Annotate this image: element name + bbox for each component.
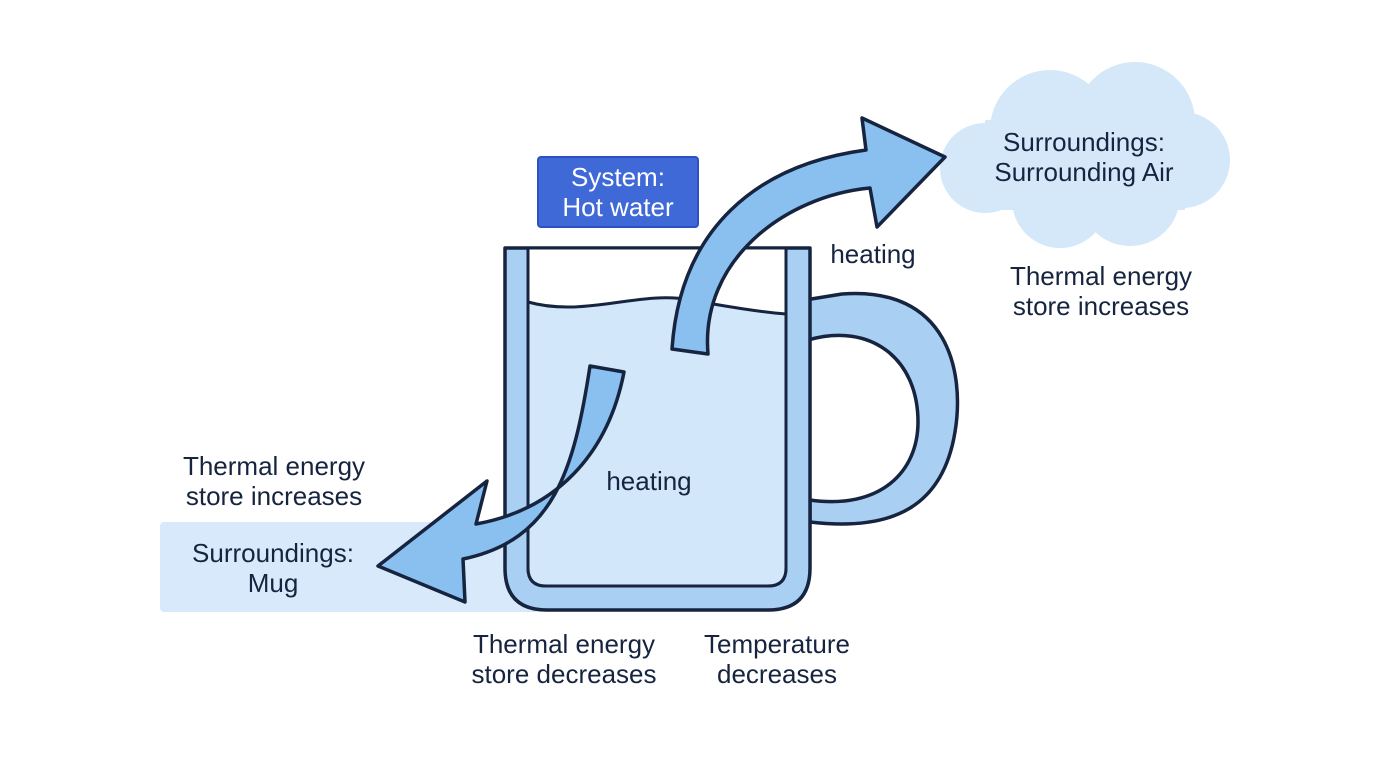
water-thermal-store-label: Thermal energy store decreases (448, 629, 680, 689)
heating-arrow-to-air (670, 116, 947, 356)
hot-water (526, 296, 788, 588)
surroundings-mug-line2: Mug (247, 568, 299, 598)
system-label-line2: Hot water (562, 192, 674, 222)
system-label-line1: System: (571, 162, 665, 192)
mug-handle (803, 291, 960, 526)
air-thermal-store-line1: Thermal energy (1009, 261, 1193, 291)
water-thermal-store-line1: Thermal energy (472, 629, 656, 659)
cloud-shape (940, 62, 1230, 248)
air-thermal-store-label: Thermal energy store increases (985, 261, 1217, 321)
heating-arrow-to-mug (376, 364, 626, 604)
heating-label-air: heating (830, 239, 916, 269)
surroundings-mug-label: Surroundings: Mug (168, 538, 378, 598)
mug-thermal-store-line2: store increases (185, 481, 363, 511)
mug-thermal-store-line1: Thermal energy (182, 451, 366, 481)
mug-thermal-store-label: Thermal energy store increases (158, 451, 390, 511)
air-thermal-store-line2: store increases (1012, 291, 1190, 321)
heating-label-mug: heating (606, 466, 692, 496)
surroundings-air-line2: Surrounding Air (994, 157, 1174, 187)
surroundings-mug-line1: Surroundings: (192, 538, 354, 568)
water-temperature-label: Temperature decreases (680, 629, 874, 689)
surroundings-air-label: Surroundings: Surrounding Air (968, 127, 1200, 187)
water-thermal-store-line2: store decreases (471, 659, 657, 689)
system-label: System: Hot water (537, 156, 699, 228)
surroundings-air-line1: Surroundings: (1003, 127, 1165, 157)
water-temperature-line1: Temperature (704, 629, 850, 659)
water-temperature-line2: decreases (717, 659, 837, 689)
